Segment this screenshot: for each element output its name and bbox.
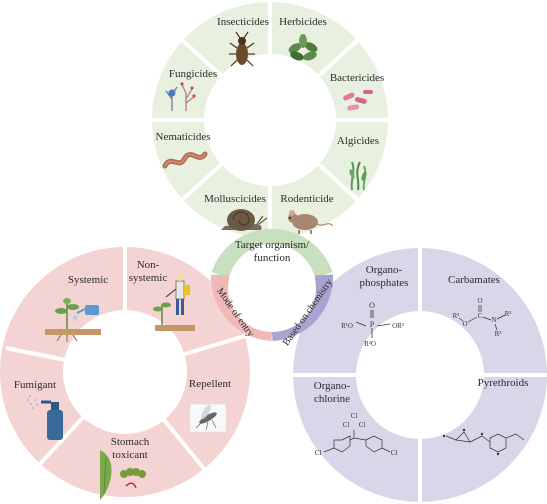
label-algicides: Algicides	[337, 135, 379, 147]
label-molluscicides: Molluscicides	[204, 193, 266, 205]
entry-wheel: Systemic Non- systemic Fumigant Repellen…	[0, 247, 250, 500]
pyrethroid-structure	[442, 428, 525, 456]
organophosphate-structure: O P R¹O OR² R³O	[341, 301, 404, 348]
entry-ring-hole	[63, 310, 187, 434]
op-r1o: R¹O	[341, 322, 353, 330]
label-non-systemic-1: Non-	[137, 259, 160, 271]
cl-top-2: Cl	[343, 421, 350, 429]
carb-n: N	[491, 316, 496, 324]
carb-r3: R³	[495, 330, 502, 338]
chem-ring-hole	[356, 311, 484, 439]
op-oxygen: O	[369, 301, 375, 310]
op-r3o: R³O	[364, 340, 376, 348]
label-stomach-1: Stomach	[111, 436, 150, 448]
label-organophosphates-2: phosphates	[360, 277, 409, 289]
label-bactericides: Bactericides	[330, 72, 384, 84]
chemistry-wheel: Organo- phosphates Carbamates Organo- ch…	[293, 248, 547, 502]
center-label-2: function	[254, 252, 291, 264]
watering-plant-icon	[45, 298, 101, 342]
carb-r2: R²	[505, 310, 512, 318]
label-fungicides: Fungicides	[169, 68, 217, 80]
cl-right: Cl	[391, 449, 398, 457]
label-rodenticide: Rodenticide	[280, 193, 333, 205]
cl-left: Cl	[315, 449, 322, 457]
spray-bottle-icon	[27, 395, 63, 440]
label-organophosphates-1: Organo-	[366, 264, 403, 276]
carb-o-ester: O	[462, 320, 467, 328]
label-systemic: Systemic	[68, 274, 108, 286]
label-stomach-2: toxicant	[112, 449, 147, 461]
label-organochlorine-1: Organo-	[314, 380, 351, 392]
beetle-icon	[229, 31, 255, 67]
mouse-icon	[288, 210, 334, 234]
label-insecticides: Insecticides	[217, 16, 269, 28]
label-organochlorine-2: chlorine	[314, 393, 350, 405]
caterpillar-icon	[100, 450, 146, 500]
bacteria-icon	[343, 90, 373, 111]
center-label-1: Target organism/	[235, 239, 310, 251]
sprayer-person-icon	[153, 273, 195, 331]
carb-o-carbonyl: O	[477, 297, 482, 305]
target-wheel: Insecticides Herbicides Fungicides Bacte…	[150, 0, 390, 240]
carb-r1: R¹	[453, 312, 460, 320]
cl-top-1: Cl	[351, 412, 358, 420]
algae-icon	[349, 161, 367, 191]
label-repellent: Repellent	[189, 378, 231, 390]
carb-c: C	[478, 312, 483, 320]
label-pyrethroids: Pyrethroids	[478, 377, 529, 389]
snail-icon	[221, 209, 268, 231]
mosquito-icon	[189, 403, 227, 433]
carbamate-structure: R¹ O C O N R² R³	[453, 297, 512, 338]
center-arc-target	[211, 228, 333, 279]
label-nematicides: Nematicides	[156, 131, 211, 143]
label-non-systemic-2: systemic	[129, 272, 168, 284]
worm-icon	[162, 151, 208, 169]
fungus-icon	[165, 82, 196, 111]
label-fumigant: Fumigant	[14, 379, 56, 391]
op-or2: OR²	[392, 322, 404, 330]
op-phosphorus: P	[370, 320, 375, 329]
weed-icon	[288, 34, 318, 61]
label-carbamates: Carbamates	[448, 274, 500, 286]
cl-top-3: Cl	[359, 421, 366, 429]
organochlorine-structure: Cl Cl Cl Cl Cl	[315, 412, 398, 457]
label-herbicides: Herbicides	[279, 16, 327, 28]
